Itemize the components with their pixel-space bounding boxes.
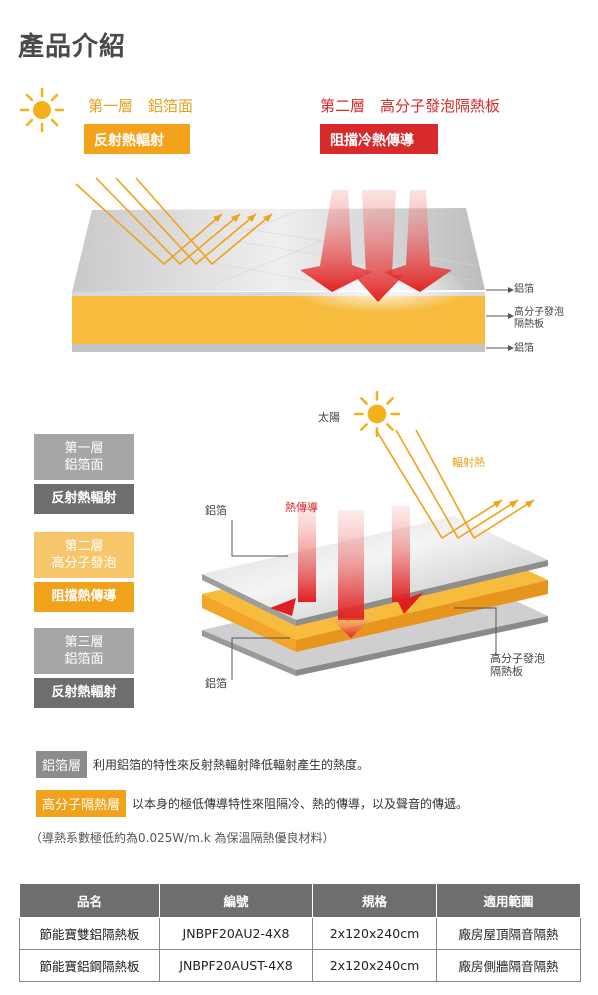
desc-foil-text: 利用鋁箔的特性來反射熱輻射降低輻射產生的熱度。 xyxy=(93,758,370,772)
d2-label-foam-2: 隔熱板 xyxy=(490,665,523,678)
layer-diagram-iso xyxy=(202,429,548,680)
d1-label-foil-top: 鋁箔 xyxy=(514,284,534,295)
d1-label-foil-bottom: 鋁箔 xyxy=(514,343,534,354)
side-layer1-line1: 第一層 xyxy=(64,441,104,456)
d2-label-foam-1: 高分子發泡 xyxy=(490,652,545,665)
sun-icon-small xyxy=(353,390,401,438)
desc-foam-badge: 高分子隔熱層 xyxy=(36,790,127,817)
side-layer2-line2: 高分子發泡 xyxy=(51,556,117,571)
cell-code: JNBPF20AUST-4X8 xyxy=(159,949,313,982)
table-row: 節能寶雙鋁隔熱板 JNBPF20AU2-4X8 2x120x240cm 廠房屋頂… xyxy=(19,917,581,950)
layer-diagram-top xyxy=(72,177,514,352)
desc-foil-badge: 鋁箔層 xyxy=(36,751,88,778)
side-layer1-tag: 反射熱輻射 xyxy=(34,484,134,514)
layer1-title: 第一層 鋁箔面 xyxy=(88,97,194,115)
cell-spec: 2x120x240cm xyxy=(312,917,437,950)
side-layer2-head: 第二層 高分子發泡 xyxy=(34,532,134,578)
cell-usage: 廠房側牆隔音隔熱 xyxy=(436,949,581,982)
table-row: 節能寶鋁鋼隔熱板 JNBPF20AUST-4X8 2x120x240cm 廠房側… xyxy=(19,949,581,982)
side-layer2-tag: 阻擋熱傳導 xyxy=(34,582,134,612)
heat-arrows xyxy=(300,190,452,302)
side-layer1-line2: 鋁箔面 xyxy=(64,458,104,473)
side-layer3-line2: 鋁箔面 xyxy=(64,652,104,667)
layer2-tag: 阻擋冷熱傳導 xyxy=(320,124,438,154)
side-layer3-tag: 反射熱輻射 xyxy=(34,678,134,708)
cell-name: 節能寶鋁鋼隔熱板 xyxy=(19,949,160,982)
iso-foil-top xyxy=(202,516,548,620)
d2-label-foil-top: 鋁箔 xyxy=(205,504,227,517)
col-name: 品名 xyxy=(19,883,160,918)
d1-label-foam-2: 隔熱板 xyxy=(514,319,544,330)
cell-name: 節能寶雙鋁隔熱板 xyxy=(19,917,160,950)
cell-usage: 廠房屋頂隔音隔熱 xyxy=(436,917,581,950)
side-layer2-line1: 第二層 xyxy=(64,539,104,554)
heat-conduction-label: 熱傳導 xyxy=(285,501,318,514)
d1-label-foam-1: 高分子發泡 xyxy=(514,307,564,318)
desc-foam: 高分子隔熱層 以本身的極低傳導特性來阻隔冷、熱的傳導，以及聲音的傳遞。 xyxy=(36,790,468,817)
col-spec: 規格 xyxy=(312,883,437,918)
thermal-note: （導熱系數極低約為0.025W/m.k 為保溫隔熱優良材料） xyxy=(30,831,335,845)
layer1-tag: 反射熱輻射 xyxy=(84,124,190,154)
spec-table: 品名 編號 規格 適用範圍 節能寶雙鋁隔熱板 JNBPF20AU2-4X8 2x… xyxy=(19,883,581,982)
sun-label: 太陽 xyxy=(318,411,340,424)
d2-label-foil-bottom: 鋁箔 xyxy=(205,677,227,690)
desc-foil: 鋁箔層 利用鋁箔的特性來反射熱輻射降低輻射產生的熱度。 xyxy=(36,751,369,778)
sun-icon xyxy=(19,87,65,133)
cell-spec: 2x120x240cm xyxy=(312,949,437,982)
reflect-arrows xyxy=(75,177,273,266)
side-layer3-head: 第三層 鋁箔面 xyxy=(34,628,134,674)
radiant-heat-label: 輻射熱 xyxy=(452,456,485,469)
iso-heat-arrows xyxy=(298,506,410,638)
side-layer3-line1: 第三層 xyxy=(64,635,104,650)
cell-code: JNBPF20AU2-4X8 xyxy=(159,917,313,950)
layer2-title: 第二層 高分子發泡隔熱板 xyxy=(320,97,501,115)
col-usage: 適用範圍 xyxy=(436,883,581,918)
table-header-row: 品名 編號 規格 適用範圍 xyxy=(19,883,581,918)
desc-foam-text: 以本身的極低傳導特性來阻隔冷、熱的傳導，以及聲音的傳遞。 xyxy=(132,797,469,811)
col-code: 編號 xyxy=(159,883,313,918)
side-layer1-head: 第一層 鋁箔面 xyxy=(34,434,134,480)
page-title: 產品介紹 xyxy=(18,32,127,62)
